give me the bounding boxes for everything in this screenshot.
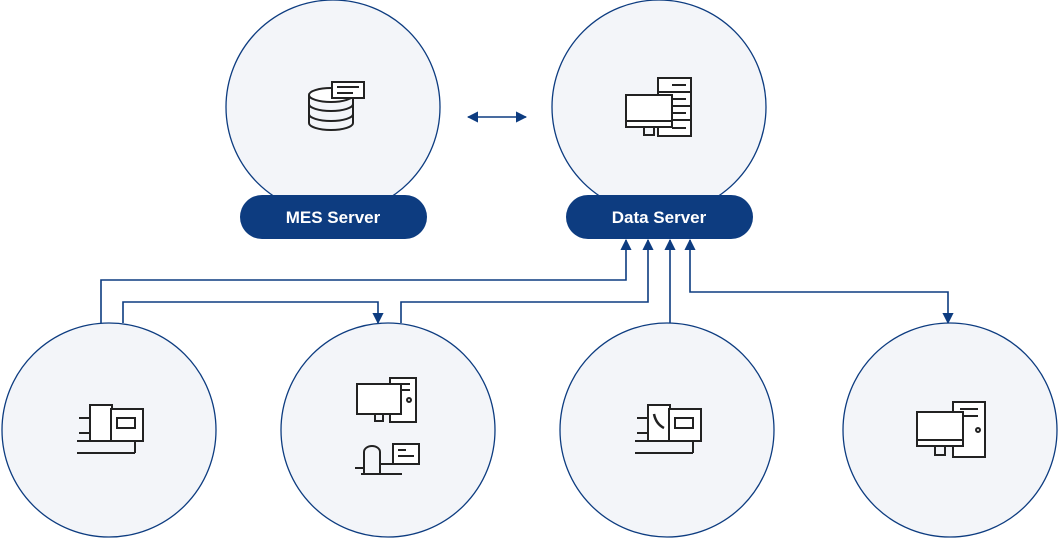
monitor-server-rack-icon bbox=[625, 77, 692, 137]
database-server-icon bbox=[308, 81, 365, 131]
data-server-pill bbox=[566, 195, 753, 239]
data-server-node: Data Server bbox=[551, 0, 767, 239]
workstation-circle bbox=[280, 322, 496, 538]
mes-server-circle bbox=[225, 0, 441, 215]
machine-terminal-icon bbox=[77, 404, 144, 454]
connector-terminal-to-data-server bbox=[100, 238, 632, 323]
mes-server-pill bbox=[240, 195, 427, 239]
mes-server-node: MES Server bbox=[225, 0, 441, 239]
desktop-computer-icon bbox=[916, 401, 986, 458]
connectors bbox=[100, 111, 954, 325]
phone-terminal-icon bbox=[635, 404, 702, 454]
desktop-node bbox=[842, 322, 1058, 538]
workstation-and-printer-icon bbox=[355, 377, 420, 475]
connector-workstation-to-data-server bbox=[400, 238, 654, 323]
terminal-node bbox=[1, 322, 217, 538]
connector-terminal-to-workstation bbox=[122, 301, 384, 325]
data-server-label: Data Server bbox=[612, 208, 707, 227]
mes-server-label: MES Server bbox=[286, 208, 381, 227]
phone-terminal-node bbox=[559, 322, 775, 538]
workstation-node bbox=[280, 322, 496, 538]
connector-data-server-to-desktop bbox=[684, 238, 954, 325]
